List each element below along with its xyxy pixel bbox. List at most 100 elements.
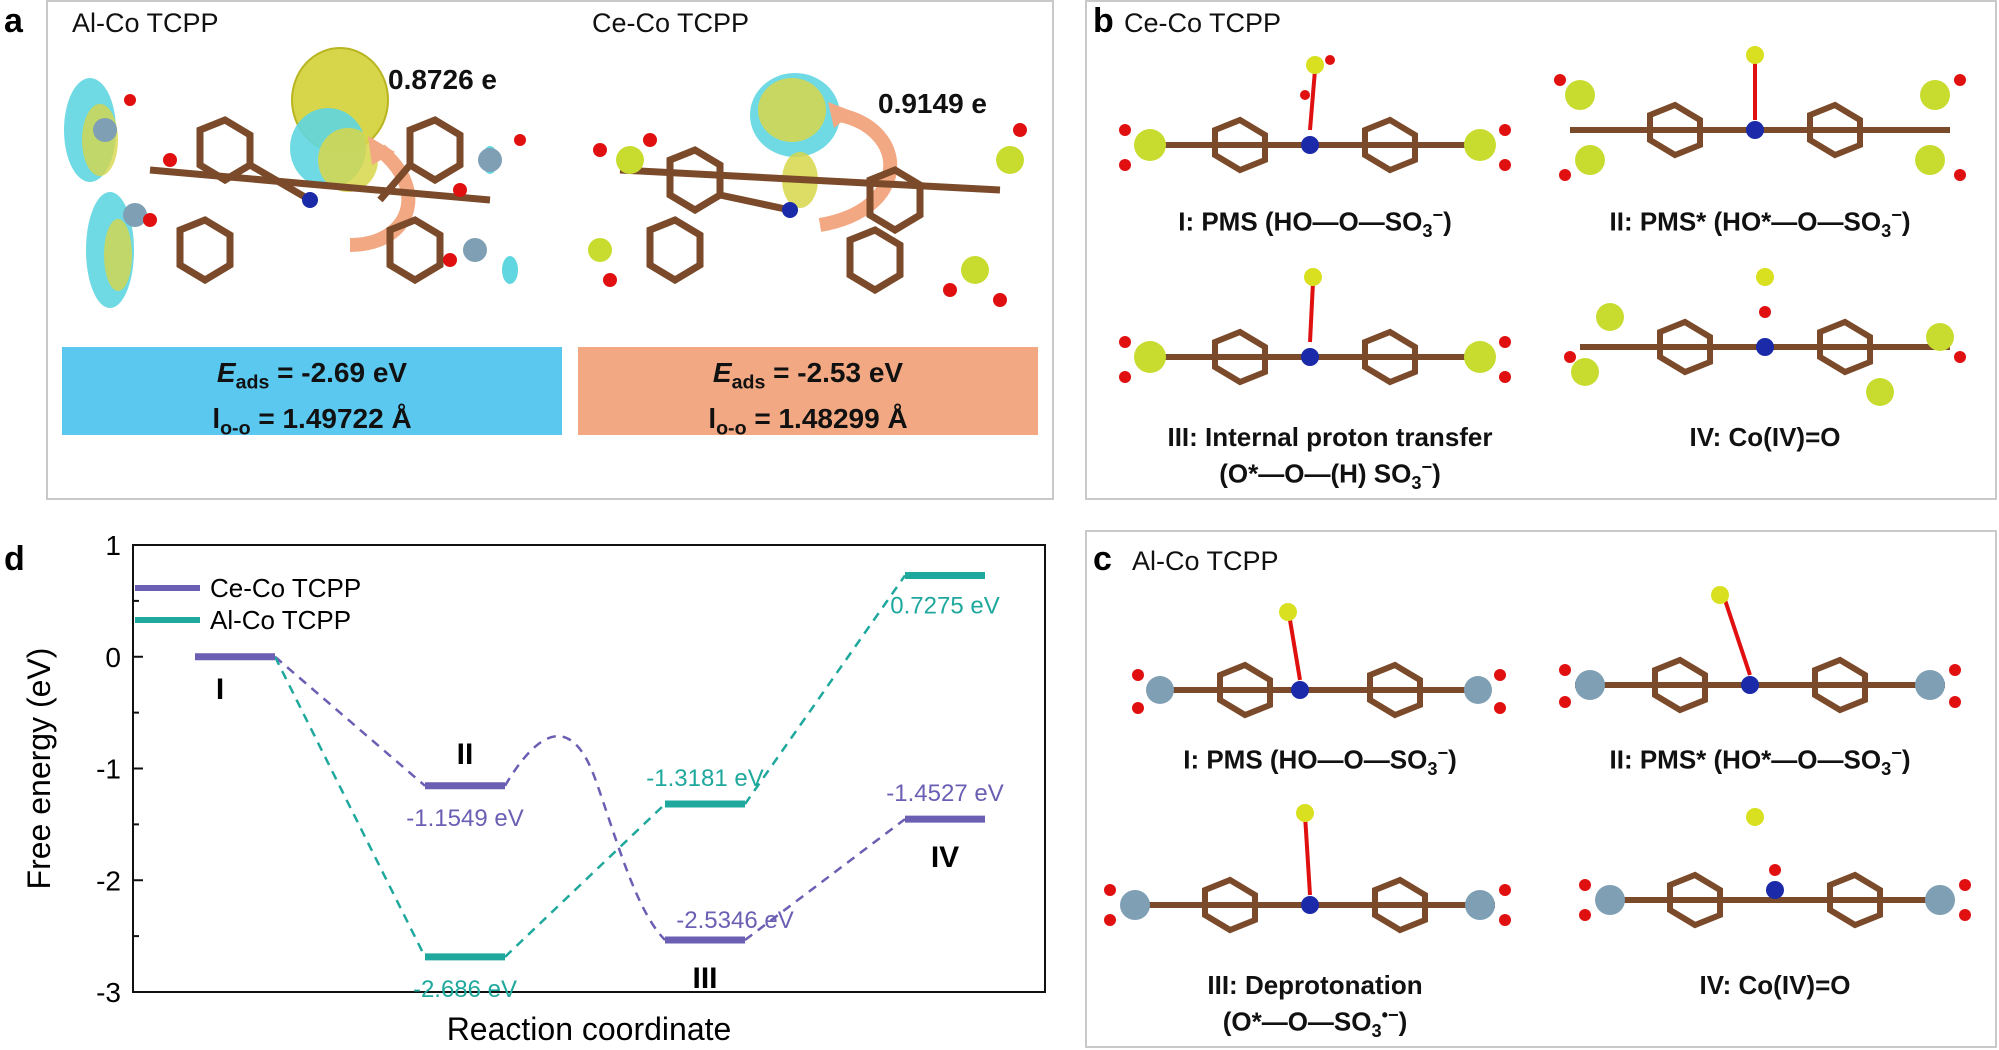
step-label: IV (931, 841, 959, 874)
panel-c-caption-IV: IV: Co(IV)=O (1575, 970, 1975, 1001)
charge-transfer-left: 0.8726 e (388, 64, 497, 95)
loo-subscript: o-o (716, 417, 747, 440)
step-label: I (216, 673, 224, 706)
loo-value-ce-co: = 1.48299 Å (746, 402, 908, 434)
energy-value-label: -1.1549 eV (406, 805, 523, 832)
al-co-structure-III (1104, 804, 1511, 934)
panel-c-caption-III: III: Deprotonation (O*—O—SO3•−) (1105, 970, 1525, 1046)
panel-c-caption-I: I: PMS (HO—O—SO3−) (1120, 743, 1520, 780)
eads-symbol: E (216, 357, 236, 388)
eads-value-al-co: = -2.69 eV (269, 357, 408, 388)
eads-value-ce-co: = -2.53 eV (765, 357, 904, 388)
energy-connector (274, 655, 426, 787)
caption-sup: − (1437, 743, 1449, 763)
loo-symbol: l (212, 402, 221, 434)
al-co-structure-I (1132, 603, 1506, 719)
caption-post: ) (1901, 744, 1911, 775)
energy-value-label: -2.5346 eV (676, 907, 793, 934)
isosurface-right (750, 73, 840, 208)
panel-label-b: b (1093, 2, 1114, 40)
caption-post: ) (1443, 206, 1452, 237)
caption-sup: − (1421, 457, 1433, 477)
y-tick-label: -2 (96, 865, 121, 896)
panel-b-caption-II: II: PMS* (HO*—O—SO3−) (1540, 205, 1980, 242)
caption-post: ) (1398, 1006, 1408, 1037)
panel-a-right-title: Ce-Co TCPP (592, 8, 750, 38)
y-tick-label: 0 (105, 642, 121, 673)
legend-label: Al-Co TCPP (210, 605, 351, 635)
loo-subscript: o-o (220, 417, 251, 440)
free-energy-diagram: 1 0 -1 -2 -3 Free energy (eV) Reaction coordin… (21, 530, 1046, 1047)
energy-value-label: -2.686 eV (413, 976, 517, 1003)
panel-b-caption-III: III: Internal proton transfer (O*—O—(H) … (1115, 422, 1545, 498)
isosurface-left (64, 47, 518, 308)
step-label: III (692, 962, 717, 995)
energy-connector (504, 803, 666, 958)
caption-sub: 3 (1422, 220, 1433, 241)
panel-b-title: Ce-Co TCPP (1124, 8, 1282, 38)
charge-transfer-right: 0.9149 e (878, 88, 987, 119)
energy-value-label: -1.4527 eV (886, 780, 1003, 807)
ce-co-charge-density-structure (588, 73, 1027, 307)
caption-line2: (O*—O—SO (1222, 1006, 1372, 1037)
al-co-structure-II (1559, 586, 1961, 714)
energy-value-label: 0.7275 eV (890, 592, 999, 619)
caption-post: ) (1432, 458, 1441, 489)
ce-co-structure-II (1554, 46, 1966, 181)
y-tick-label: -3 (96, 977, 121, 1008)
loo-symbol: l (708, 402, 717, 434)
caption-sub: 3 (1427, 758, 1438, 779)
caption-sup: − (1891, 205, 1902, 225)
caption-sup: − (1891, 743, 1902, 763)
caption-sub: 3 (1881, 220, 1892, 241)
panel-label-d: d (4, 540, 25, 578)
loo-value-al-co: = 1.49722 Å (250, 402, 412, 434)
energy-box-al-co: Eads = -2.69 eV lo-o = 1.49722 Å (62, 347, 562, 439)
y-tick-label: -1 (96, 754, 121, 785)
panel-c-caption-II: II: PMS* (HO*—O—SO3−) (1545, 743, 1975, 780)
energy-value-label: -1.3181 eV (646, 765, 763, 792)
caption-sup: − (1432, 205, 1444, 225)
al-co-structure-IV (1579, 808, 1971, 929)
energy-connector (743, 574, 907, 805)
caption-text: I: PMS (HO—O—SO (1178, 206, 1423, 237)
energy-connector (744, 818, 906, 941)
x-axis-label: Reaction coordinate (447, 1011, 732, 1047)
panel-b-caption-I: I: PMS (HO—O—SO3−) (1115, 205, 1515, 242)
caption-post: ) (1448, 744, 1457, 775)
ce-co-structure-III (1119, 268, 1511, 386)
y-tick-label: 1 (105, 530, 121, 561)
caption-text: III: Internal proton transfer (1167, 422, 1493, 452)
caption-sub: 3 (1411, 472, 1422, 493)
eads-subscript: ads (235, 371, 270, 394)
energy-connector (273, 656, 427, 958)
panel-b-caption-IV: IV: Co(IV)=O (1550, 422, 1980, 453)
legend-label: Ce-Co TCPP (210, 573, 361, 603)
energy-connector-transition (503, 735, 666, 941)
porphyrin-frame-left (149, 116, 491, 285)
caption-line2: (O*—O—(H) SO (1219, 458, 1412, 489)
caption-text: IV: Co(IV)=O (1689, 422, 1841, 452)
caption-sup: •− (1381, 1005, 1399, 1025)
step-label: II (457, 738, 474, 771)
caption-post: ) (1901, 206, 1911, 237)
al-co-charge-density-structure (64, 47, 526, 308)
caption-text: IV: Co(IV)=O (1699, 970, 1851, 1000)
caption-text: I: PMS (HO—O—SO (1183, 744, 1428, 775)
caption-text: II: PMS* (HO*—O—SO (1609, 206, 1882, 237)
ce-co-structure-IV (1564, 268, 1966, 406)
ce-co-structure-I (1119, 55, 1511, 174)
panel-c-title: Al-Co TCPP (1132, 546, 1279, 576)
panel-label-c: c (1093, 540, 1112, 578)
caption-sub: 3 (1881, 758, 1892, 779)
panel-a-left-title: Al-Co TCPP (72, 8, 219, 38)
caption-text: II: PMS* (HO*—O—SO (1609, 744, 1882, 775)
eads-subscript: ads (731, 371, 766, 394)
panel-b-frame (1085, 0, 1997, 500)
panel-label-a: a (4, 2, 23, 40)
panel-c-frame (1085, 530, 1997, 1048)
caption-text: III: Deprotonation (1207, 970, 1423, 1000)
eads-symbol: E (712, 357, 732, 388)
energy-box-ce-co: Eads = -2.53 eV lo-o = 1.48299 Å (578, 347, 1038, 439)
y-axis-label: Free energy (eV) (21, 648, 57, 890)
